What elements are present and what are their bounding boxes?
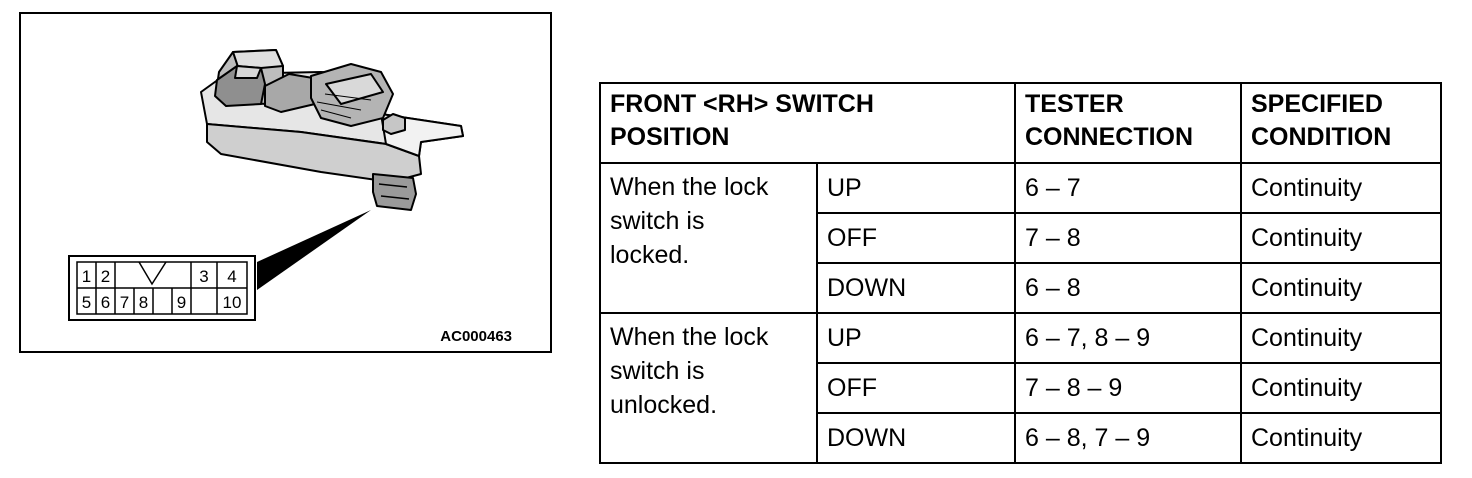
condition-text: switch is: [610, 207, 705, 235]
table-row: When the lock switch is locked. UP 6 – 7…: [599, 162, 1442, 314]
specified-condition-cell: Continuity: [1240, 262, 1442, 314]
header-text: TESTER: [1025, 90, 1124, 118]
pin-label: 10: [223, 293, 242, 312]
header-tester-connection: TESTER CONNECTION: [1014, 82, 1242, 164]
continuity-spec-table: FRONT <RH> SWITCH POSITION TESTER CONNEC…: [599, 82, 1442, 464]
switch-position-cell: OFF: [816, 212, 1016, 264]
specified-condition-cell: Continuity: [1240, 212, 1442, 264]
pin-label: 8: [139, 293, 148, 312]
switch-position-cell: DOWN: [816, 262, 1016, 314]
condition-text: unlocked.: [610, 391, 718, 419]
condition-text: When the lock: [610, 323, 769, 351]
table-row: OFF 7 – 8 Continuity: [600, 212, 1442, 264]
power-window-switch-illustration: 1 2 3 4 5 6 7 8 9 10: [68, 49, 464, 321]
specified-condition-cell: Continuity: [1240, 412, 1442, 464]
tester-connection-cell: 7 – 8 – 9: [1014, 362, 1242, 414]
pin-label: 2: [101, 267, 110, 286]
switch-position-cell: UP: [816, 162, 1016, 214]
tester-connection-cell: 7 – 8: [1014, 212, 1242, 264]
header-text: SPECIFIED: [1251, 90, 1383, 118]
pin-label: 4: [227, 267, 236, 286]
condition-text: When the lock: [610, 173, 769, 201]
pin-label: 6: [101, 293, 110, 312]
connector-pin-diagram: 1 2 3 4 5 6 7 8 9 10: [68, 255, 256, 321]
table-header-row: FRONT <RH> SWITCH POSITION TESTER CONNEC…: [599, 82, 1442, 164]
header-text: CONNECTION: [1025, 123, 1194, 151]
lock-condition-cell: When the lock switch is unlocked.: [599, 312, 818, 464]
specified-condition-cell: Continuity: [1240, 312, 1442, 364]
tester-connection-cell: 6 – 7: [1014, 162, 1242, 214]
connector-pointer: [257, 210, 371, 290]
header-switch-position: FRONT <RH> SWITCH POSITION: [599, 82, 1016, 164]
pin-label: 3: [199, 267, 208, 286]
lock-condition-cell: When the lock switch is locked.: [599, 162, 818, 314]
pin-label: 7: [120, 293, 129, 312]
table-row: OFF 7 – 8 – 9 Continuity: [600, 362, 1442, 414]
switch-position-cell: DOWN: [816, 412, 1016, 464]
header-text: POSITION: [610, 123, 730, 151]
specified-condition-cell: Continuity: [1240, 362, 1442, 414]
table-row: DOWN 6 – 8, 7 – 9 Continuity: [600, 412, 1442, 464]
header-specified-condition: SPECIFIED CONDITION: [1240, 82, 1442, 164]
pin-label: 5: [82, 293, 91, 312]
switch-body: [200, 49, 464, 211]
condition-text: switch is: [610, 357, 705, 385]
header-text: FRONT <RH> SWITCH: [610, 90, 874, 118]
table-row: DOWN 6 – 8 Continuity: [600, 262, 1442, 314]
switch-position-cell: OFF: [816, 362, 1016, 414]
tester-connection-cell: 6 – 8: [1014, 262, 1242, 314]
specified-condition-cell: Continuity: [1240, 162, 1442, 214]
tester-connection-cell: 6 – 7, 8 – 9: [1014, 312, 1242, 364]
switch-position-cell: UP: [816, 312, 1016, 364]
tester-connection-cell: 6 – 8, 7 – 9: [1014, 412, 1242, 464]
figure-code: AC000463: [440, 328, 512, 345]
switch-figure: 1 2 3 4 5 6 7 8 9 10 AC000463: [19, 12, 552, 353]
header-text: CONDITION: [1251, 123, 1392, 151]
pin-label: 9: [177, 293, 186, 312]
table-row: When the lock switch is unlocked. UP 6 –…: [599, 312, 1442, 464]
condition-text: locked.: [610, 241, 690, 269]
pin-label: 1: [82, 267, 91, 286]
